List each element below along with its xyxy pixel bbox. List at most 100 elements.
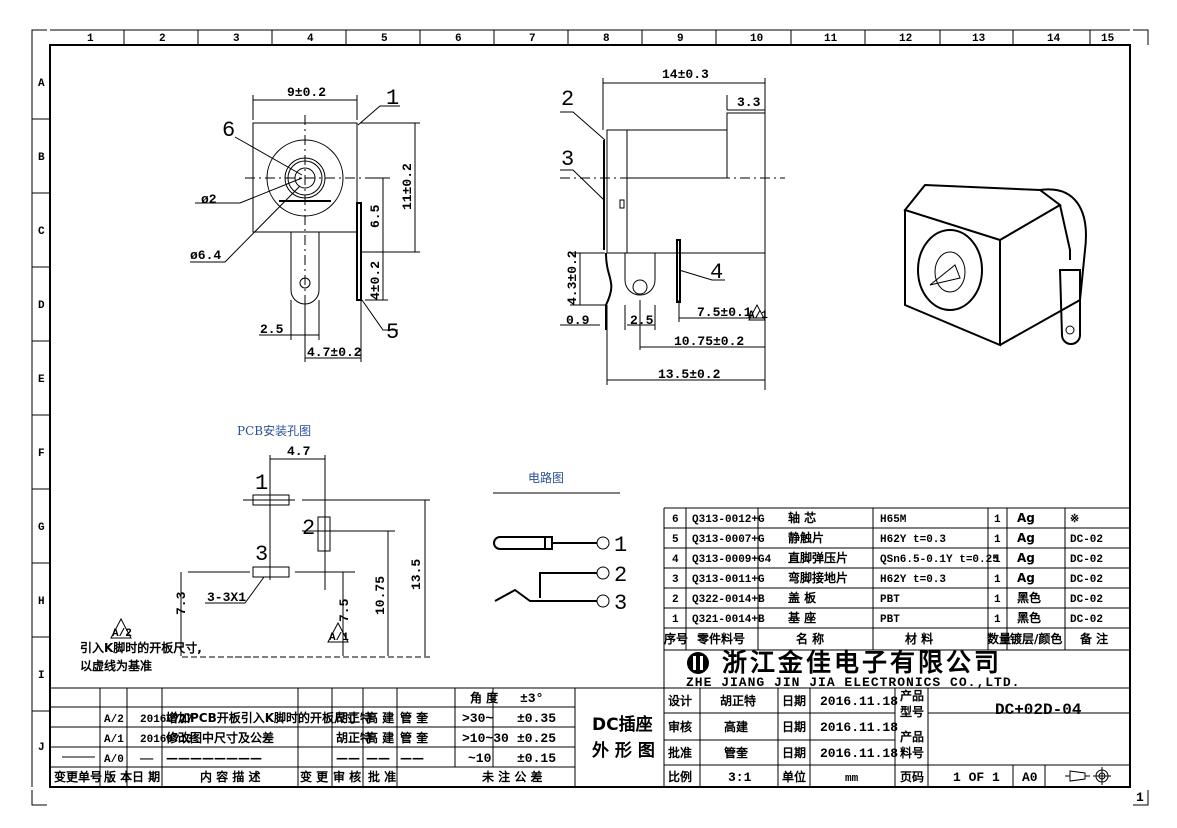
bom-note: DC-02	[1070, 594, 1103, 606]
svg-text:4: 4	[307, 33, 314, 45]
svg-text:7.3: 7.3	[174, 591, 189, 615]
bom-name: 直脚弹压片	[788, 550, 848, 565]
svg-text:ø2: ø2	[201, 192, 217, 207]
svg-text:A/1: A/1	[748, 310, 768, 322]
svg-text:10: 10	[750, 33, 763, 45]
svg-text:±0.15: ±0.15	[517, 751, 556, 766]
svg-text:DC插座: DC插座	[592, 714, 653, 735]
svg-text:2: 2	[561, 87, 574, 112]
rev-version: A/1	[104, 734, 124, 746]
svg-text:11: 11	[824, 33, 838, 45]
bom-qty: 1	[994, 614, 1001, 626]
svg-text:J: J	[38, 742, 45, 754]
svg-text:2016.11.18: 2016.11.18	[820, 694, 898, 709]
svg-text:2.5: 2.5	[630, 313, 654, 328]
svg-text:批准: 批准	[668, 745, 692, 760]
revision-row: A/0————————————————	[104, 751, 424, 766]
rev-description: ————————	[166, 751, 262, 765]
svg-text:镀层/颜色: 镀层/颜色	[1010, 631, 1062, 646]
svg-text:2: 2	[302, 516, 315, 541]
svg-text:批 准: 批 准	[368, 769, 396, 784]
svg-text:1 OF 1: 1 OF 1	[953, 770, 1000, 785]
svg-text:ZHE JIANG JIN JIA ELECTRONICS: ZHE JIANG JIN JIA ELECTRONICS CO.,LTD.	[686, 675, 1020, 690]
svg-text:8: 8	[603, 33, 610, 45]
bom-material: PBT	[880, 594, 900, 606]
svg-text:~10: ~10	[468, 751, 492, 766]
svg-text:mm: mm	[845, 773, 859, 785]
svg-text:9: 9	[677, 33, 684, 45]
rev-reviewed-by: ——	[366, 751, 390, 765]
svg-text:6: 6	[455, 33, 462, 45]
svg-text:单位: 单位	[782, 769, 806, 784]
rev-version: A/0	[104, 754, 124, 766]
bom-name: 基 座	[787, 610, 816, 625]
svg-text:13.5±0.2: 13.5±0.2	[658, 367, 721, 382]
bom-name: 轴 芯	[788, 510, 816, 525]
svg-text:>10~30: >10~30	[462, 731, 509, 746]
svg-text:零件料号: 零件料号	[696, 631, 745, 646]
rev-date: 20160727	[140, 714, 193, 726]
svg-text:3:1: 3:1	[728, 770, 752, 785]
svg-text:数量: 数量	[987, 631, 1011, 646]
svg-text:14: 14	[1047, 33, 1061, 45]
company-logo-icon	[687, 652, 709, 674]
rev-approved-by: 管 奎	[400, 730, 429, 745]
svg-text:内 容 描 述: 内 容 描 述	[200, 769, 261, 784]
svg-text:管奎: 管奎	[724, 745, 749, 760]
svg-text:H: H	[38, 596, 45, 608]
svg-text:4±0.2: 4±0.2	[368, 261, 383, 300]
svg-text:产品: 产品	[900, 688, 924, 703]
svg-text:A/1: A/1	[329, 632, 349, 644]
side-view: 14±0.3 3.3 2 3 4 4.3±0.2 0.9 2.5 7.5±0.1…	[560, 67, 785, 390]
svg-text:G: G	[38, 522, 45, 534]
svg-text:6.5: 6.5	[368, 204, 383, 228]
svg-text:5: 5	[386, 320, 399, 345]
svg-text:13.5: 13.5	[409, 559, 424, 590]
svg-text:3.3: 3.3	[737, 95, 761, 110]
svg-text:DC+02D-04: DC+02D-04	[995, 701, 1082, 719]
bom-no: 6	[672, 514, 679, 526]
svg-text:15: 15	[1101, 33, 1115, 45]
bom-note: DC-02	[1070, 614, 1103, 626]
svg-text:±3°: ±3°	[520, 691, 543, 706]
svg-text:1: 1	[255, 471, 268, 496]
svg-text:PCB安装孔图: PCB安装孔图	[237, 423, 311, 438]
svg-text:序号: 序号	[664, 631, 688, 646]
svg-text:I: I	[38, 670, 45, 682]
pcb-hole-layout: PCB安装孔图 4.7 1 2 3 3-3X1 7.3 7.5 10.75 13…	[80, 423, 430, 673]
bom-no: 2	[672, 594, 679, 606]
svg-text:3: 3	[233, 33, 240, 45]
svg-text:A/2: A/2	[112, 628, 132, 640]
bom-note: DC-02	[1070, 574, 1103, 586]
bom-finish: 黑色	[1017, 590, 1041, 605]
bom-finish: Ag	[1017, 551, 1035, 565]
svg-text:型号: 型号	[900, 704, 924, 719]
svg-text:产品: 产品	[900, 729, 924, 744]
svg-text:审 核: 审 核	[333, 769, 361, 784]
svg-text:A: A	[38, 78, 45, 90]
rev-date: ——	[139, 754, 154, 766]
bom-qty: 1	[994, 574, 1001, 586]
svg-text:胡正特: 胡正特	[720, 693, 756, 708]
svg-text:料号: 料号	[900, 745, 924, 760]
svg-text:A0: A0	[1022, 770, 1038, 785]
bom-name: 盖 板	[788, 590, 817, 605]
bom-qty: 1	[994, 554, 1001, 566]
bom-no: 3	[672, 574, 679, 586]
bom-qty: 1	[994, 594, 1001, 606]
svg-text:3: 3	[614, 591, 627, 616]
bom-material: H62Y t=0.3	[880, 574, 946, 586]
svg-text:未 注 公 差: 未 注 公 差	[481, 769, 543, 784]
company-banner: 浙江金佳电子有限公司 ZHE JIANG JIN JIA ELECTRONICS…	[686, 648, 1020, 690]
